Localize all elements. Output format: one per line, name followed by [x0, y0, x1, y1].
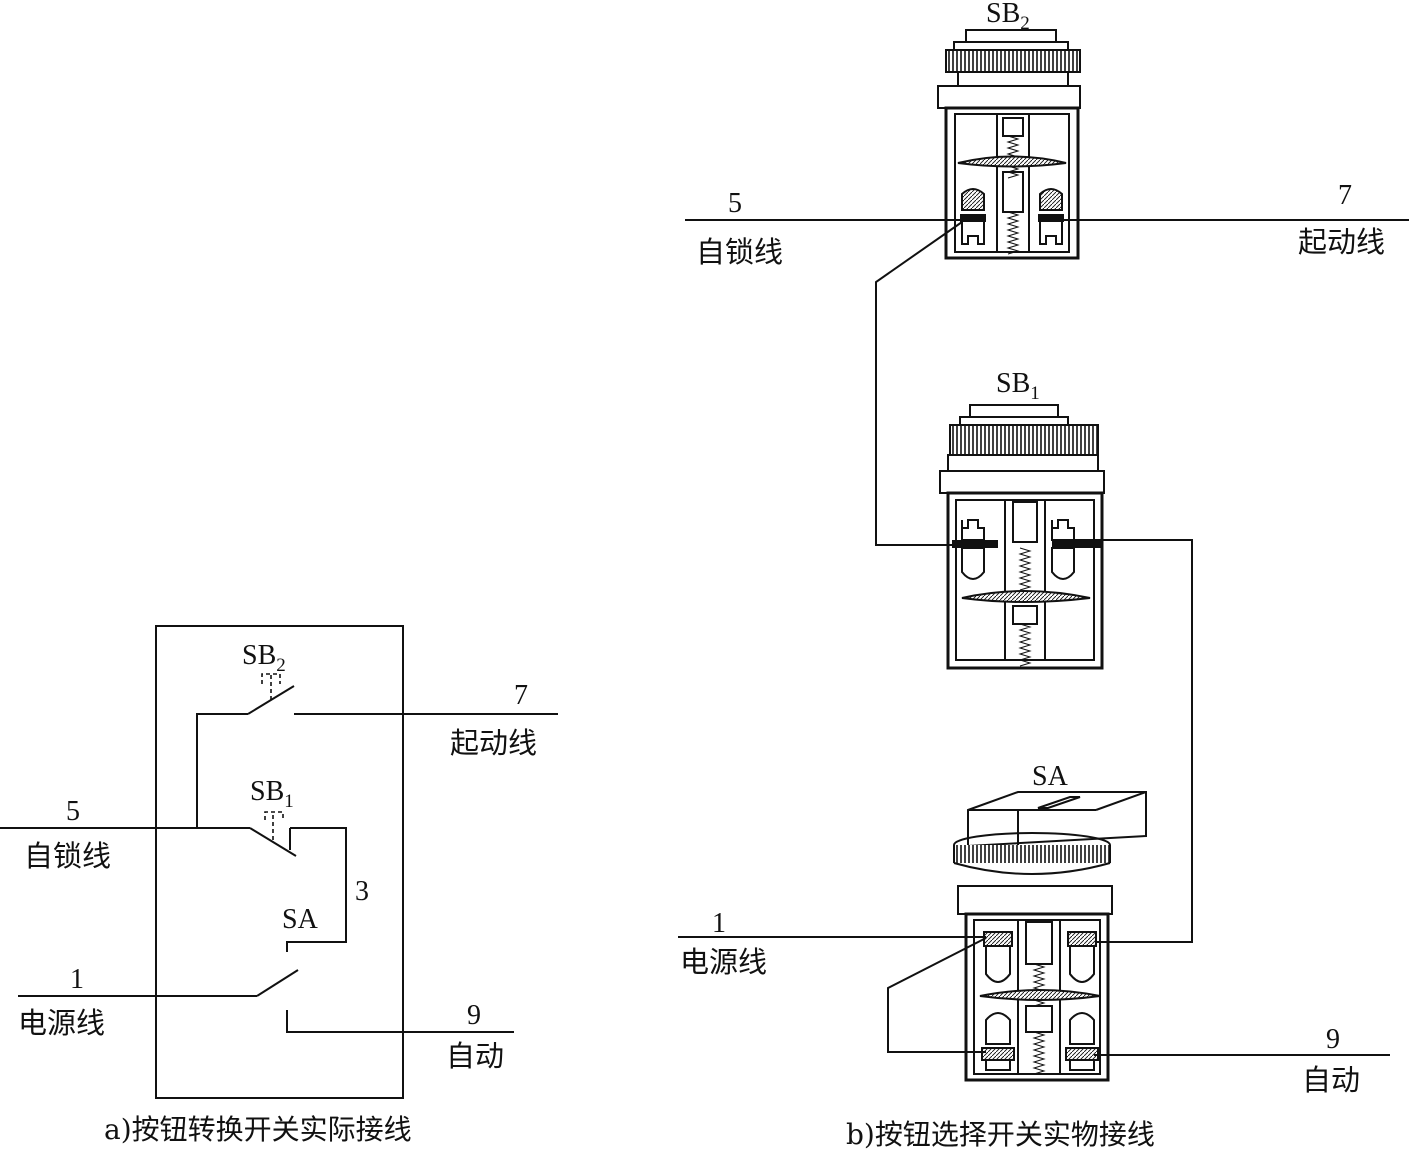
wire-5-number: 5	[66, 796, 80, 827]
wire-sb1-sa	[1074, 539, 1193, 943]
wire-9-label: 自动	[1302, 1063, 1360, 1097]
wire-3-number: 3	[355, 876, 369, 907]
wire-1-number: 1	[70, 964, 84, 995]
panel-b-physical: SB2 SB1 SA 5 自锁线 7 起动线 1 电源线 9 自动 b)按钮选择…	[678, 0, 1409, 1150]
wire-9-number: 9	[467, 1000, 481, 1031]
sb1-contact	[0, 811, 347, 952]
sb2-label: SB2	[986, 0, 1030, 34]
switch-box	[155, 625, 404, 1099]
sb2-label: SB2	[242, 640, 286, 676]
wire-7-label: 起动线	[450, 726, 537, 760]
wire-sb2-sb1	[875, 221, 963, 546]
sb1-label: SB1	[996, 368, 1040, 404]
wire-5-label: 自锁线	[696, 235, 783, 269]
wire-sa-jumper	[887, 937, 987, 1053]
wire-1-label: 电源线	[18, 1006, 105, 1040]
sb1-label: SB1	[250, 776, 294, 812]
panel-a-schematic: SB2 SB1 SA 7 起动线 5 自锁线 3 1 电源线 9 自动 a)按钮…	[0, 625, 558, 1146]
wire-1-number: 1	[712, 908, 726, 939]
sa-label: SA	[1032, 761, 1069, 792]
caption-b: b)按钮选择开关实物接线	[846, 1118, 1155, 1150]
sa-label: SA	[282, 904, 319, 935]
sb2-contact	[196, 673, 558, 828]
wire-9-number: 9	[1326, 1024, 1340, 1055]
wire-9-label: 自动	[446, 1039, 504, 1073]
wire-7-number: 7	[1338, 180, 1352, 211]
sa-selector-switch	[953, 791, 1147, 1082]
wire-5-label: 自锁线	[24, 839, 111, 873]
wire-7-number: 7	[514, 680, 528, 711]
sb2-pushbutton	[937, 29, 1081, 260]
caption-a: a)按钮转换开关实际接线	[104, 1113, 412, 1146]
panel-b-wires	[678, 219, 1409, 1056]
wire-5-number: 5	[728, 188, 742, 219]
sa-contact	[18, 969, 514, 1033]
wire-7-label: 起动线	[1298, 225, 1385, 259]
wire-1-label: 电源线	[680, 945, 767, 979]
sb1-pushbutton	[939, 404, 1105, 670]
